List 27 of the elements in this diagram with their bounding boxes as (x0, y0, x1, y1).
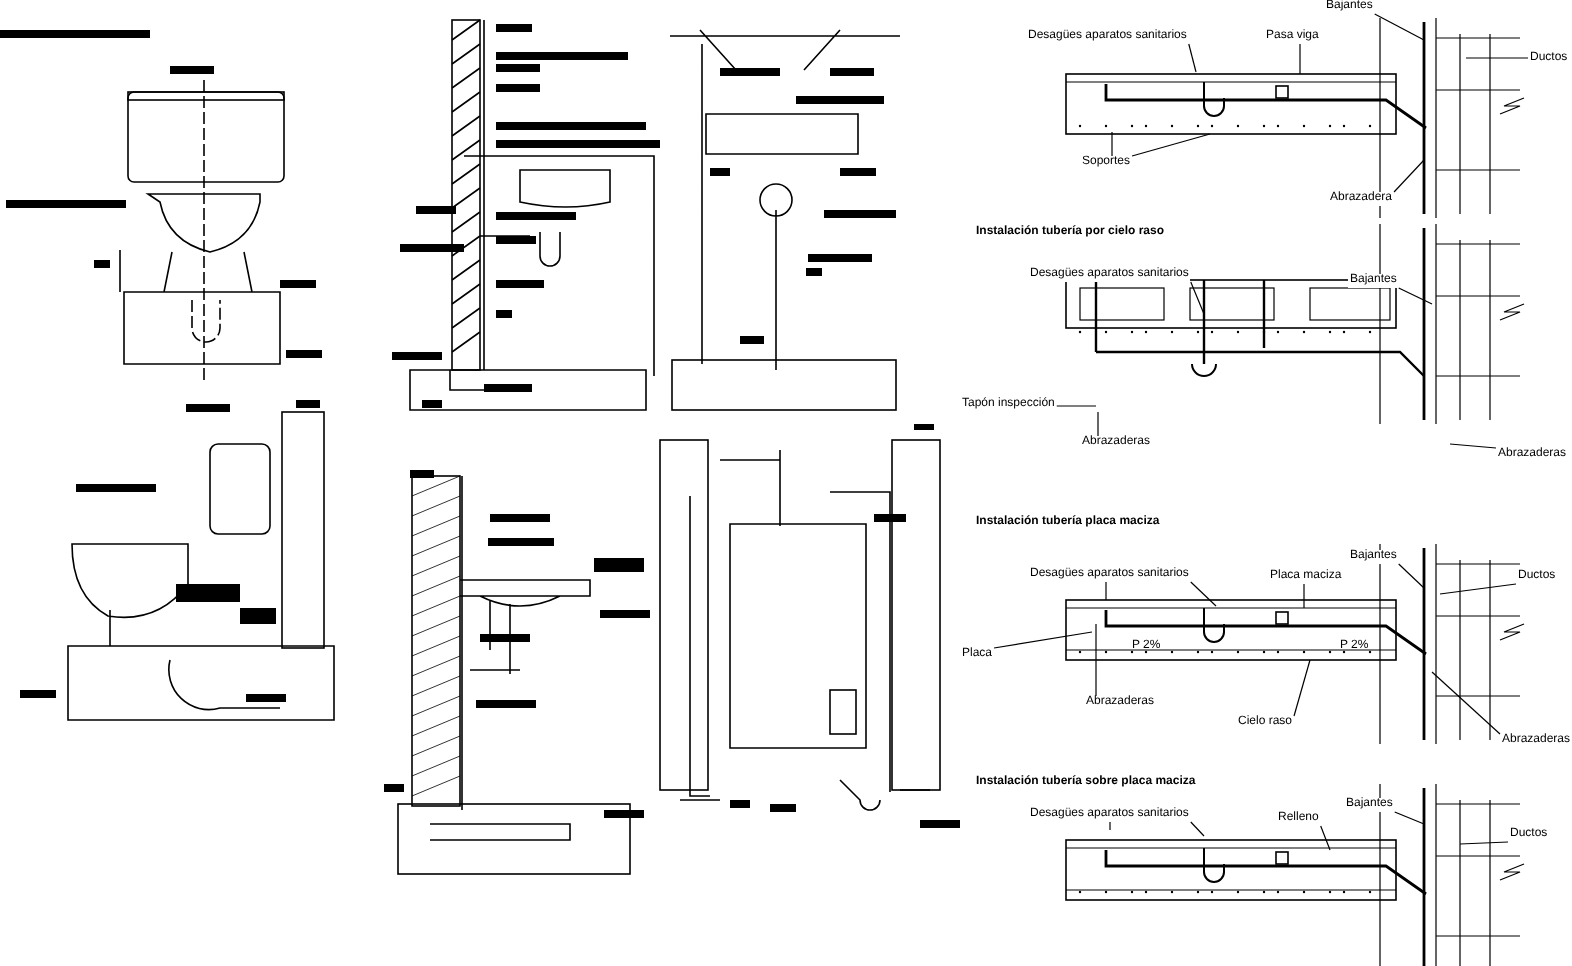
leader-line (1398, 563, 1425, 589)
leader-line (993, 631, 1093, 649)
leader-line (1449, 443, 1497, 449)
leader-line (1374, 13, 1425, 41)
leader-line (1056, 405, 1097, 407)
leader-line (1465, 57, 1529, 59)
leader-line (1394, 811, 1425, 825)
leader-line (1190, 821, 1205, 837)
leader-line (1097, 411, 1099, 437)
leader-line (1431, 671, 1501, 735)
leader-line (1320, 825, 1331, 851)
leader-line (1459, 841, 1509, 845)
leader-line (1439, 583, 1517, 595)
leader-line (1188, 43, 1197, 73)
leader-line (1393, 159, 1425, 193)
leader-line (1095, 281, 1097, 315)
leader-line (1111, 131, 1113, 157)
leader-line (1095, 623, 1097, 697)
leader-line (1303, 583, 1305, 609)
leader-line (1190, 581, 1217, 607)
leader-line (1105, 581, 1107, 601)
leader-line (1131, 133, 1211, 157)
leader-line (1299, 43, 1301, 75)
leader-line (1398, 287, 1433, 305)
leader-line (1190, 281, 1205, 315)
leader-line (1109, 821, 1111, 831)
leader-line (1293, 659, 1311, 717)
